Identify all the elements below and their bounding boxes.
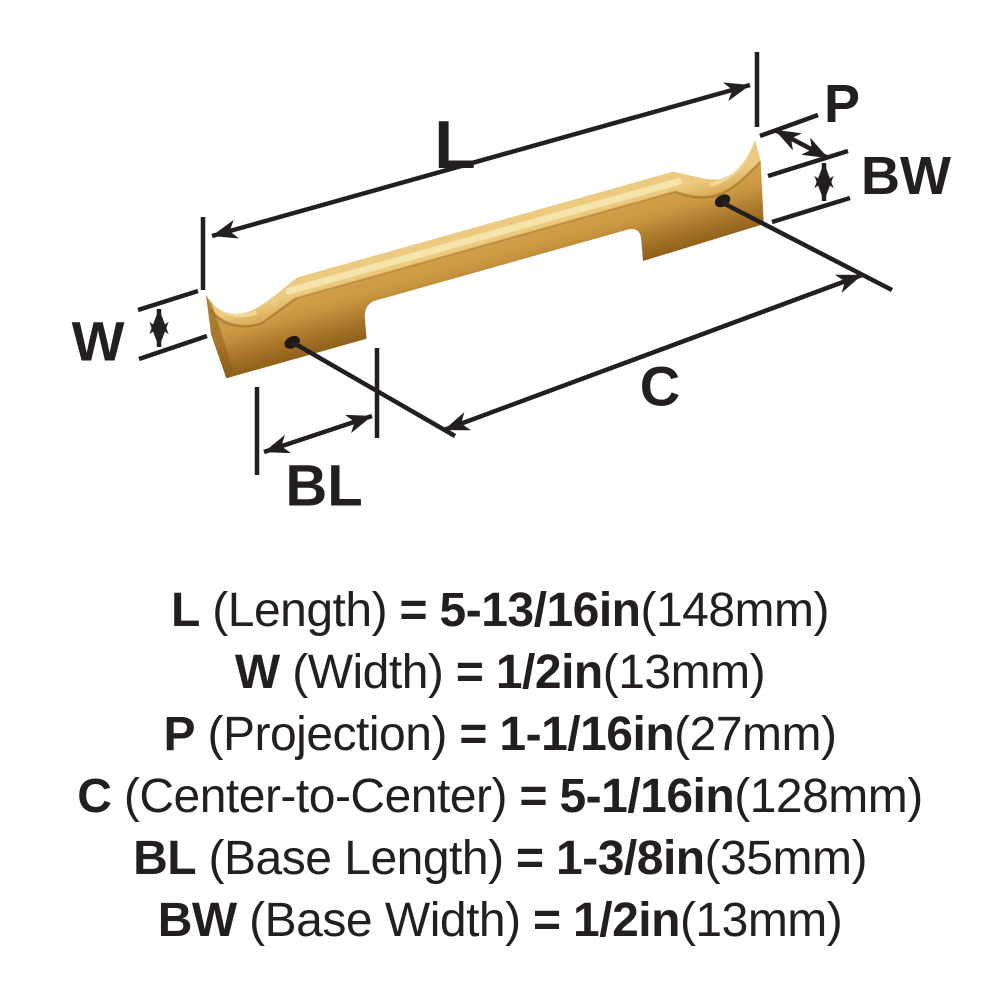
length-arrow — [211, 82, 751, 239]
legend-row-center-to-center: C(Center-to-Center)=5-1/16in(128mm) — [0, 766, 1000, 828]
legend-name: (Length) — [212, 584, 388, 637]
width-label: W — [72, 310, 125, 373]
legend-inches: 1/2in — [573, 894, 680, 947]
legend-code: BW — [157, 894, 237, 947]
legend-inches: 1-1/16in — [499, 708, 675, 761]
projection-label: P — [824, 74, 860, 134]
legend-equals: = — [455, 646, 484, 699]
width-ext-bottom — [138, 333, 208, 362]
center-to-center-label: C — [640, 355, 680, 418]
legend-inches: 1/2in — [495, 646, 603, 699]
handle-illustration — [205, 140, 766, 382]
legend-row-length: L(Length)=5-13/16in(148mm) — [0, 580, 1000, 642]
legend-name: (Width) — [292, 646, 444, 699]
width-ext-top — [137, 288, 199, 313]
legend-equals: = — [533, 894, 561, 947]
left-hole-leader-line — [290, 340, 457, 438]
legend-name: (Projection) — [207, 708, 448, 761]
length-label: L — [434, 107, 476, 183]
base-length-arrow — [263, 413, 373, 455]
base-length-label: BL — [285, 454, 362, 519]
legend-equals: = — [516, 832, 544, 885]
dimension-length: L — [200, 52, 760, 290]
dimension-legend: L(Length)=5-13/16in(148mm) W(Width)=1/2i… — [0, 580, 1000, 952]
legend-row-width: W(Width)=1/2in(13mm) — [0, 642, 1000, 704]
left-side-face — [205, 295, 236, 379]
legend-mm: (148mm) — [640, 584, 830, 637]
legend-mm: (27mm) — [674, 708, 837, 761]
legend-code: W — [234, 646, 280, 699]
legend-row-base-length: BL(Base Length)=1-3/8in(35mm) — [0, 828, 1000, 890]
dimension-width: W — [72, 288, 208, 373]
projection-arrow — [773, 128, 830, 160]
bar-front-edge — [296, 190, 675, 300]
dimension-center-to-center: C — [290, 200, 894, 438]
right-hole-leader-line — [721, 200, 894, 293]
legend-row-projection: P(Projection)=1-1/16in(27mm) — [0, 704, 1000, 766]
legend-name: (Base Length) — [208, 832, 505, 885]
projection-ext-line — [759, 112, 819, 139]
legend-code: P — [163, 708, 196, 761]
legend-equals: = — [459, 708, 487, 761]
legend-mm: (35mm) — [704, 832, 868, 885]
dimension-base-length: BL — [254, 348, 380, 519]
legend-equals: = — [399, 584, 428, 637]
legend-code: C — [77, 770, 112, 823]
legend-code: BL — [133, 832, 197, 885]
left-scoop-rim — [210, 297, 297, 328]
legend-name: (Center-to-Center) — [123, 770, 508, 823]
legend-inches: 5-1/16in — [559, 770, 735, 823]
legend-equals: = — [519, 770, 547, 823]
base-width-ext-bottom — [771, 195, 851, 225]
legend-mm: (13mm) — [602, 646, 766, 699]
dimension-base-width: BW — [767, 146, 951, 225]
legend-code: L — [170, 584, 200, 637]
legend-mm: (128mm) — [734, 770, 923, 823]
center-to-center-arrow — [443, 272, 863, 433]
base-width-ext-top — [767, 148, 849, 179]
legend-mm: (13mm) — [679, 894, 843, 947]
legend-name: (Base Width) — [249, 894, 521, 947]
legend-inches: 1-3/8in — [556, 832, 705, 885]
legend-inches: 5-13/16in — [439, 584, 641, 637]
dimension-projection: P — [759, 74, 860, 160]
base-width-label: BW — [861, 146, 951, 206]
legend-row-base-width: BW(Base Width)=1/2in(13mm) — [0, 890, 1000, 952]
